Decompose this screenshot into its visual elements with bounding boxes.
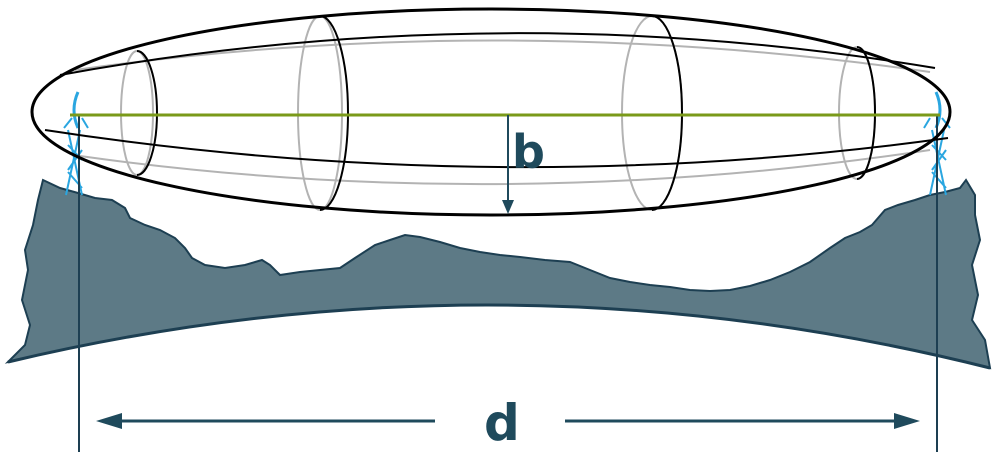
distance-arrow-right-icon bbox=[894, 413, 920, 429]
distance-label: d bbox=[484, 394, 520, 452]
radius-label: b bbox=[512, 125, 545, 179]
earth-curvature bbox=[7, 303, 991, 370]
ellipsoid-hidden-rings bbox=[74, 15, 931, 211]
distance-arrow-left-icon bbox=[96, 413, 122, 429]
left-tower bbox=[63, 91, 89, 196]
fresnel-ellipsoid bbox=[30, 7, 952, 217]
ellipsoid-front-rings bbox=[44, 15, 949, 211]
left-antenna-icon bbox=[72, 91, 80, 129]
radius-arrow-head bbox=[502, 200, 514, 214]
terrain-profile bbox=[4, 178, 992, 370]
